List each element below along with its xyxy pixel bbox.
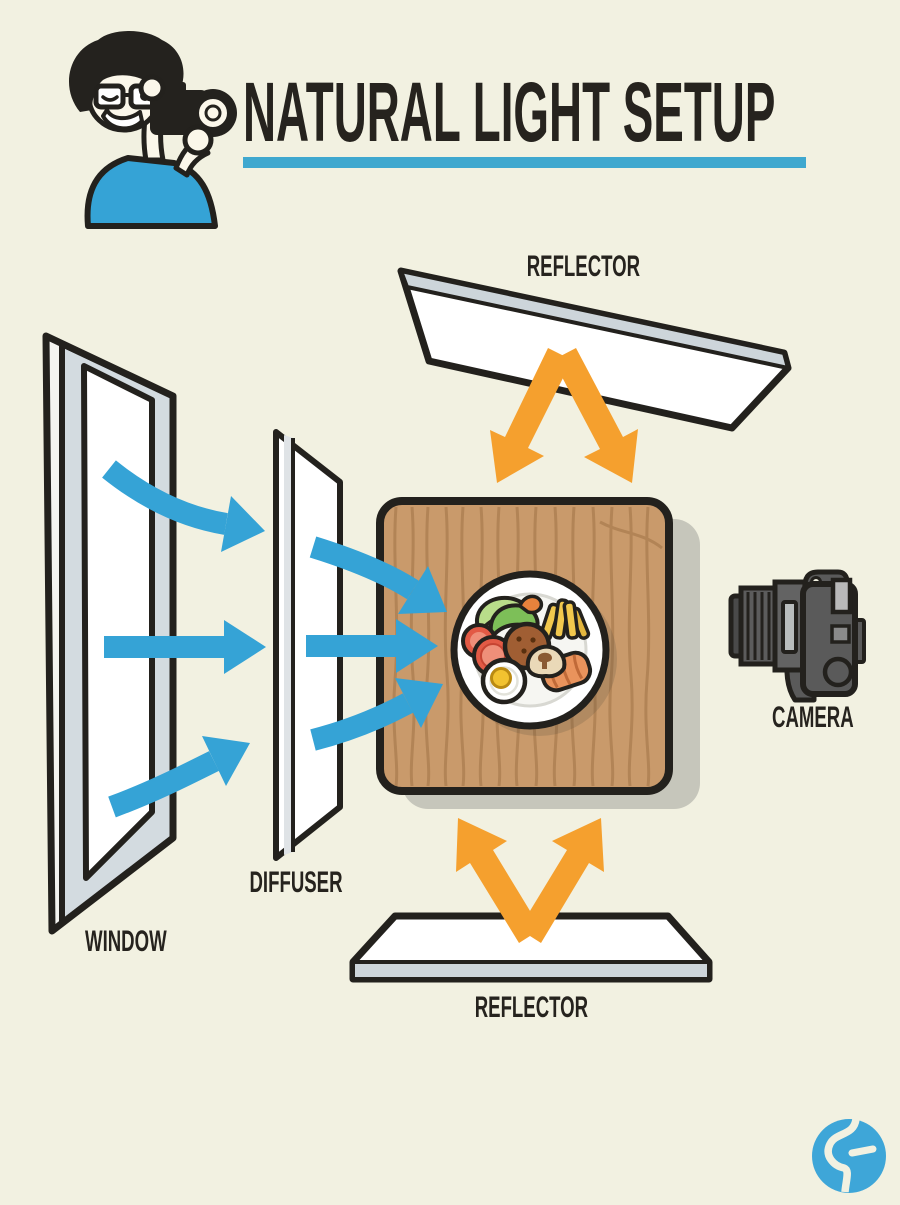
food-plate-icon bbox=[450, 570, 617, 736]
dslr-camera-icon bbox=[728, 569, 866, 703]
label-camera: CAMERA bbox=[772, 701, 854, 734]
swirl-logo bbox=[812, 1118, 886, 1193]
bounce-arrow-bottom bbox=[456, 818, 604, 943]
reflector-top-panel bbox=[397, 267, 792, 432]
label-window: WINDOW bbox=[85, 925, 167, 958]
label-reflector-bottom: REFLECTOR bbox=[474, 991, 588, 1024]
page-title: NATURAL LIGHT SETUP bbox=[243, 65, 776, 159]
label-diffuser: DIFFUSER bbox=[249, 866, 343, 899]
label-reflector-top: REFLECTOR bbox=[526, 250, 640, 283]
light-arrows-blue bbox=[102, 460, 447, 818]
photographer-illustration bbox=[68, 31, 237, 229]
title-underline bbox=[243, 157, 806, 168]
reflector-bottom-panel bbox=[349, 912, 713, 983]
window-panel bbox=[42, 332, 177, 935]
bounce-arrow-top bbox=[490, 348, 638, 483]
